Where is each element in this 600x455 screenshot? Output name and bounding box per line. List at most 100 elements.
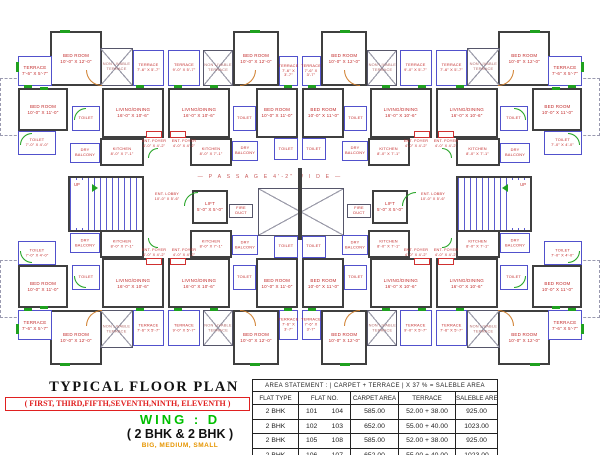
- window-marker: [250, 363, 260, 367]
- room-label: TERRACE: [138, 62, 159, 68]
- room-dims: 8'-0" X 7'-1": [199, 151, 223, 156]
- floors-note: ( FIRST, THIRD,FIFTH,SEVENTH,NINTH, ELEV…: [5, 397, 250, 411]
- staircase: UP: [68, 176, 144, 232]
- room-label: DRY BALCONY: [345, 239, 365, 249]
- window-marker: [250, 29, 260, 33]
- room-label: LIFT: [204, 201, 216, 207]
- room-label: ENT. FOYER: [433, 247, 459, 252]
- room-dims: 7'-6" X 5'-7": [440, 327, 463, 332]
- room-label-group: DRY BALCONY: [233, 145, 257, 156]
- room-dims: 10'-0" X 11'-0": [27, 109, 59, 115]
- room-label: TERRACE: [208, 67, 228, 72]
- room-label: TERRACE: [473, 66, 494, 71]
- room-label: TOILET: [278, 145, 294, 151]
- cell-flat-type: 2 BHK: [252, 447, 299, 455]
- window-marker: [581, 62, 584, 72]
- room-dims: 16'-0" X 10'-6": [385, 113, 417, 118]
- room-toilet: TOILET: [302, 138, 326, 160]
- room-label: BED ROOM: [29, 103, 57, 109]
- room-label: DRY BALCONY: [505, 237, 525, 247]
- room-dry-balcony: DRY BALCONY: [70, 233, 100, 253]
- window-marker: [568, 308, 576, 312]
- cell-flat-type: 2 BHK: [252, 433, 299, 449]
- table-header-strip: AREA STATEMENT : | CARPET + TERRACE | X …: [251, 379, 499, 392]
- door-swing-arc: [74, 108, 86, 120]
- cell-terrace: 52.00 + 38.00: [398, 433, 456, 449]
- room-label: BED ROOM: [309, 277, 337, 283]
- room-dims: 10'-0" X 11'-0": [541, 109, 573, 115]
- room-dims: 10'-0" X 12'-0": [60, 337, 92, 343]
- room-dims: 4'-0" X 4'-2": [404, 143, 428, 148]
- room-label: TERRACE: [106, 328, 127, 333]
- room-label-group: DRY BALCONY: [233, 239, 257, 250]
- room-label: TERRACE: [23, 319, 47, 325]
- flat-no-2: 103: [331, 422, 343, 430]
- room-label: DRY BALCONY: [345, 145, 365, 155]
- window-marker: [308, 308, 316, 312]
- room-label: BED ROOM: [330, 52, 358, 58]
- col-header-flat-type: FLAT TYPE: [252, 391, 299, 405]
- room-label: ENT. FOYER: [141, 247, 167, 252]
- window-marker: [382, 308, 390, 312]
- room-dims: 7'-6" X 3'-7": [282, 321, 295, 332]
- room-label: TOILET: [306, 243, 322, 249]
- window-marker: [552, 86, 560, 90]
- flat-no-1: 101: [306, 408, 318, 416]
- room-dims: 7'-6" X 5'-7": [551, 71, 579, 76]
- room-dims: 10'-0" X 12'-0": [508, 58, 540, 64]
- room-toilet: TOILET: [344, 265, 367, 290]
- room-label-group: TOILET: [278, 145, 294, 152]
- room-dims: 10'-0" X 11'-0": [27, 286, 59, 292]
- room-label: BED ROOM: [263, 277, 291, 283]
- cell-saleble: 1023.00: [454, 418, 499, 434]
- col-header-saleble: SALEBLE AREA: [454, 391, 499, 405]
- window-marker: [174, 84, 182, 88]
- room-label: TERRACE: [553, 65, 577, 71]
- door-swing-arc: [148, 238, 158, 248]
- room-dims: 4'-0" X 4'-2": [434, 143, 458, 148]
- window-marker: [174, 308, 182, 312]
- room-label-group: FIRE DUCT: [230, 205, 252, 216]
- entrance-door-tag: [146, 131, 162, 138]
- room-dims: 7'-6" X 5'-7": [551, 325, 579, 330]
- room-label-group: DRY BALCONY: [71, 147, 99, 158]
- room-dims: 5'-0" X 5'-0": [376, 207, 404, 212]
- flat-no-1: 102: [306, 422, 318, 430]
- room-label: KITCHEN: [112, 146, 132, 152]
- room-dims: 8'-0" X 7'-1": [110, 243, 134, 248]
- room-label: BED ROOM: [29, 280, 57, 286]
- room-label: BED ROOM: [62, 331, 90, 337]
- flat-no-2: 107: [332, 452, 343, 455]
- cell-carpet: 652.00: [350, 418, 399, 434]
- room-dry-balcony: DRY BALCONY: [500, 143, 530, 163]
- cell-flat-no: 102 103: [298, 418, 351, 434]
